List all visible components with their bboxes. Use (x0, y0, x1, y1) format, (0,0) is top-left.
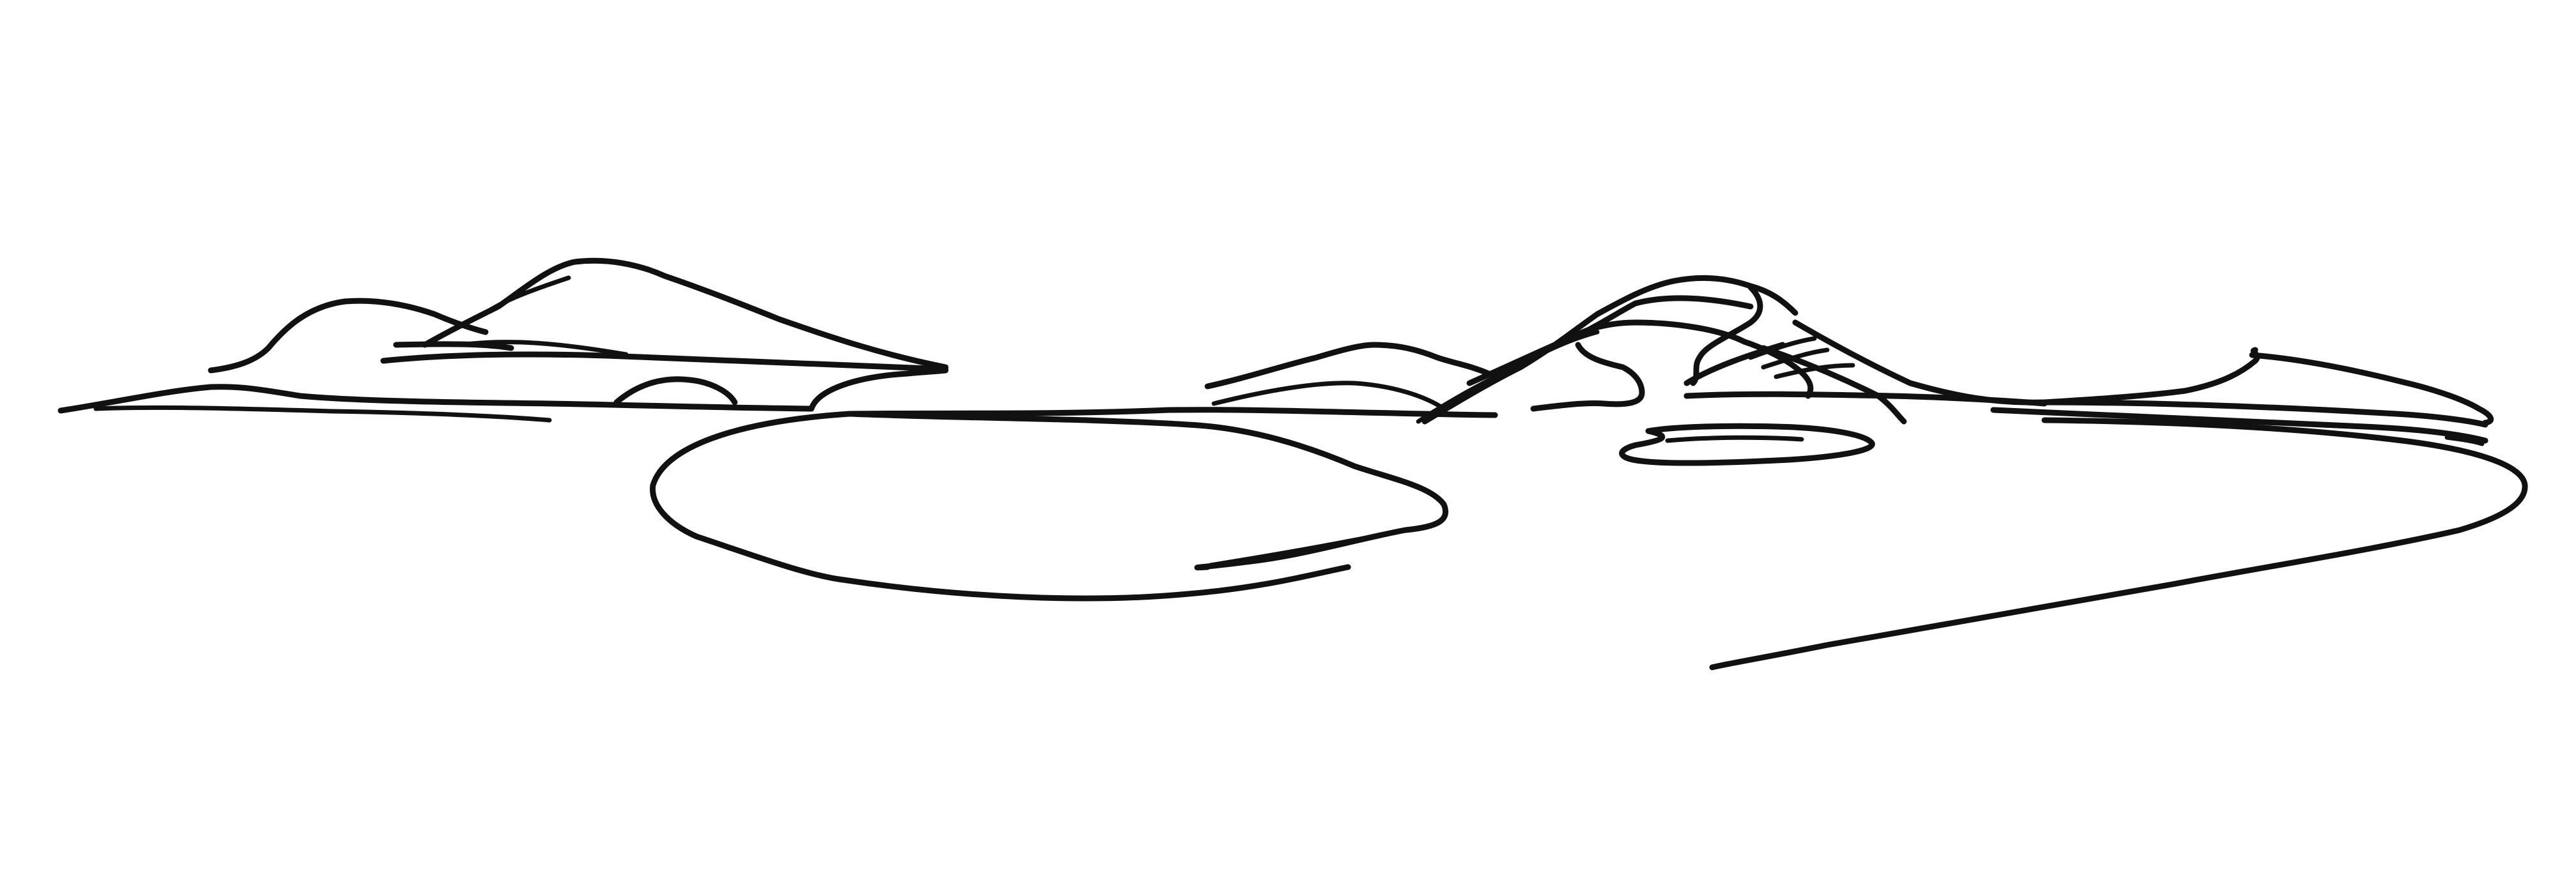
left-ground-line-2 (93, 405, 552, 423)
left-lake-shore-top (847, 411, 1448, 571)
left-lake-inner-stroke (1208, 527, 1408, 568)
center-mountain-cliff (1690, 284, 1763, 386)
center-mountain (1422, 275, 1798, 425)
center-crossing-line (1416, 330, 1600, 424)
center-small-lake-outline (1619, 423, 1875, 466)
right-rim-mark (2444, 435, 2485, 446)
center-mountain-inner (1466, 295, 1754, 386)
right-lake (1709, 417, 2528, 671)
right-plateau-rise (2041, 347, 2260, 406)
center-low-ridge-2 (1211, 381, 1446, 411)
left-small-hill (208, 298, 489, 374)
center-ground-line (847, 407, 1498, 418)
right-lake-outline (1709, 417, 2528, 671)
center-knob-base (1530, 342, 1645, 412)
left-lake-outline (650, 411, 1351, 602)
center-hills (847, 275, 1814, 425)
left-plateau-top (380, 351, 949, 372)
left-plateau-shelf (393, 341, 514, 351)
right-slope-stroke-3 (1761, 347, 1830, 370)
left-mountain-ridge (483, 275, 571, 315)
left-shore-bump (613, 376, 738, 406)
right-upper-line (2041, 399, 2488, 428)
right-ground-line (1683, 391, 2048, 407)
left-large-mountain (422, 257, 949, 370)
center-small-lake (1619, 423, 1875, 466)
right-lower-line (1990, 407, 2488, 444)
center-small-lake-inner (1665, 435, 1804, 443)
center-low-ridge (1204, 342, 1492, 390)
right-hills (1683, 319, 2494, 446)
left-hills (57, 257, 949, 423)
right-long-ridge (1792, 319, 2048, 406)
right-shoulder (1760, 345, 1907, 425)
left-lake (650, 411, 1448, 602)
right-slope-stroke-2 (1748, 336, 1817, 360)
left-cove-curve (808, 367, 949, 412)
center-knob (1568, 319, 1814, 399)
left-ground-line (57, 384, 815, 414)
right-far-mountain (2249, 352, 2494, 426)
